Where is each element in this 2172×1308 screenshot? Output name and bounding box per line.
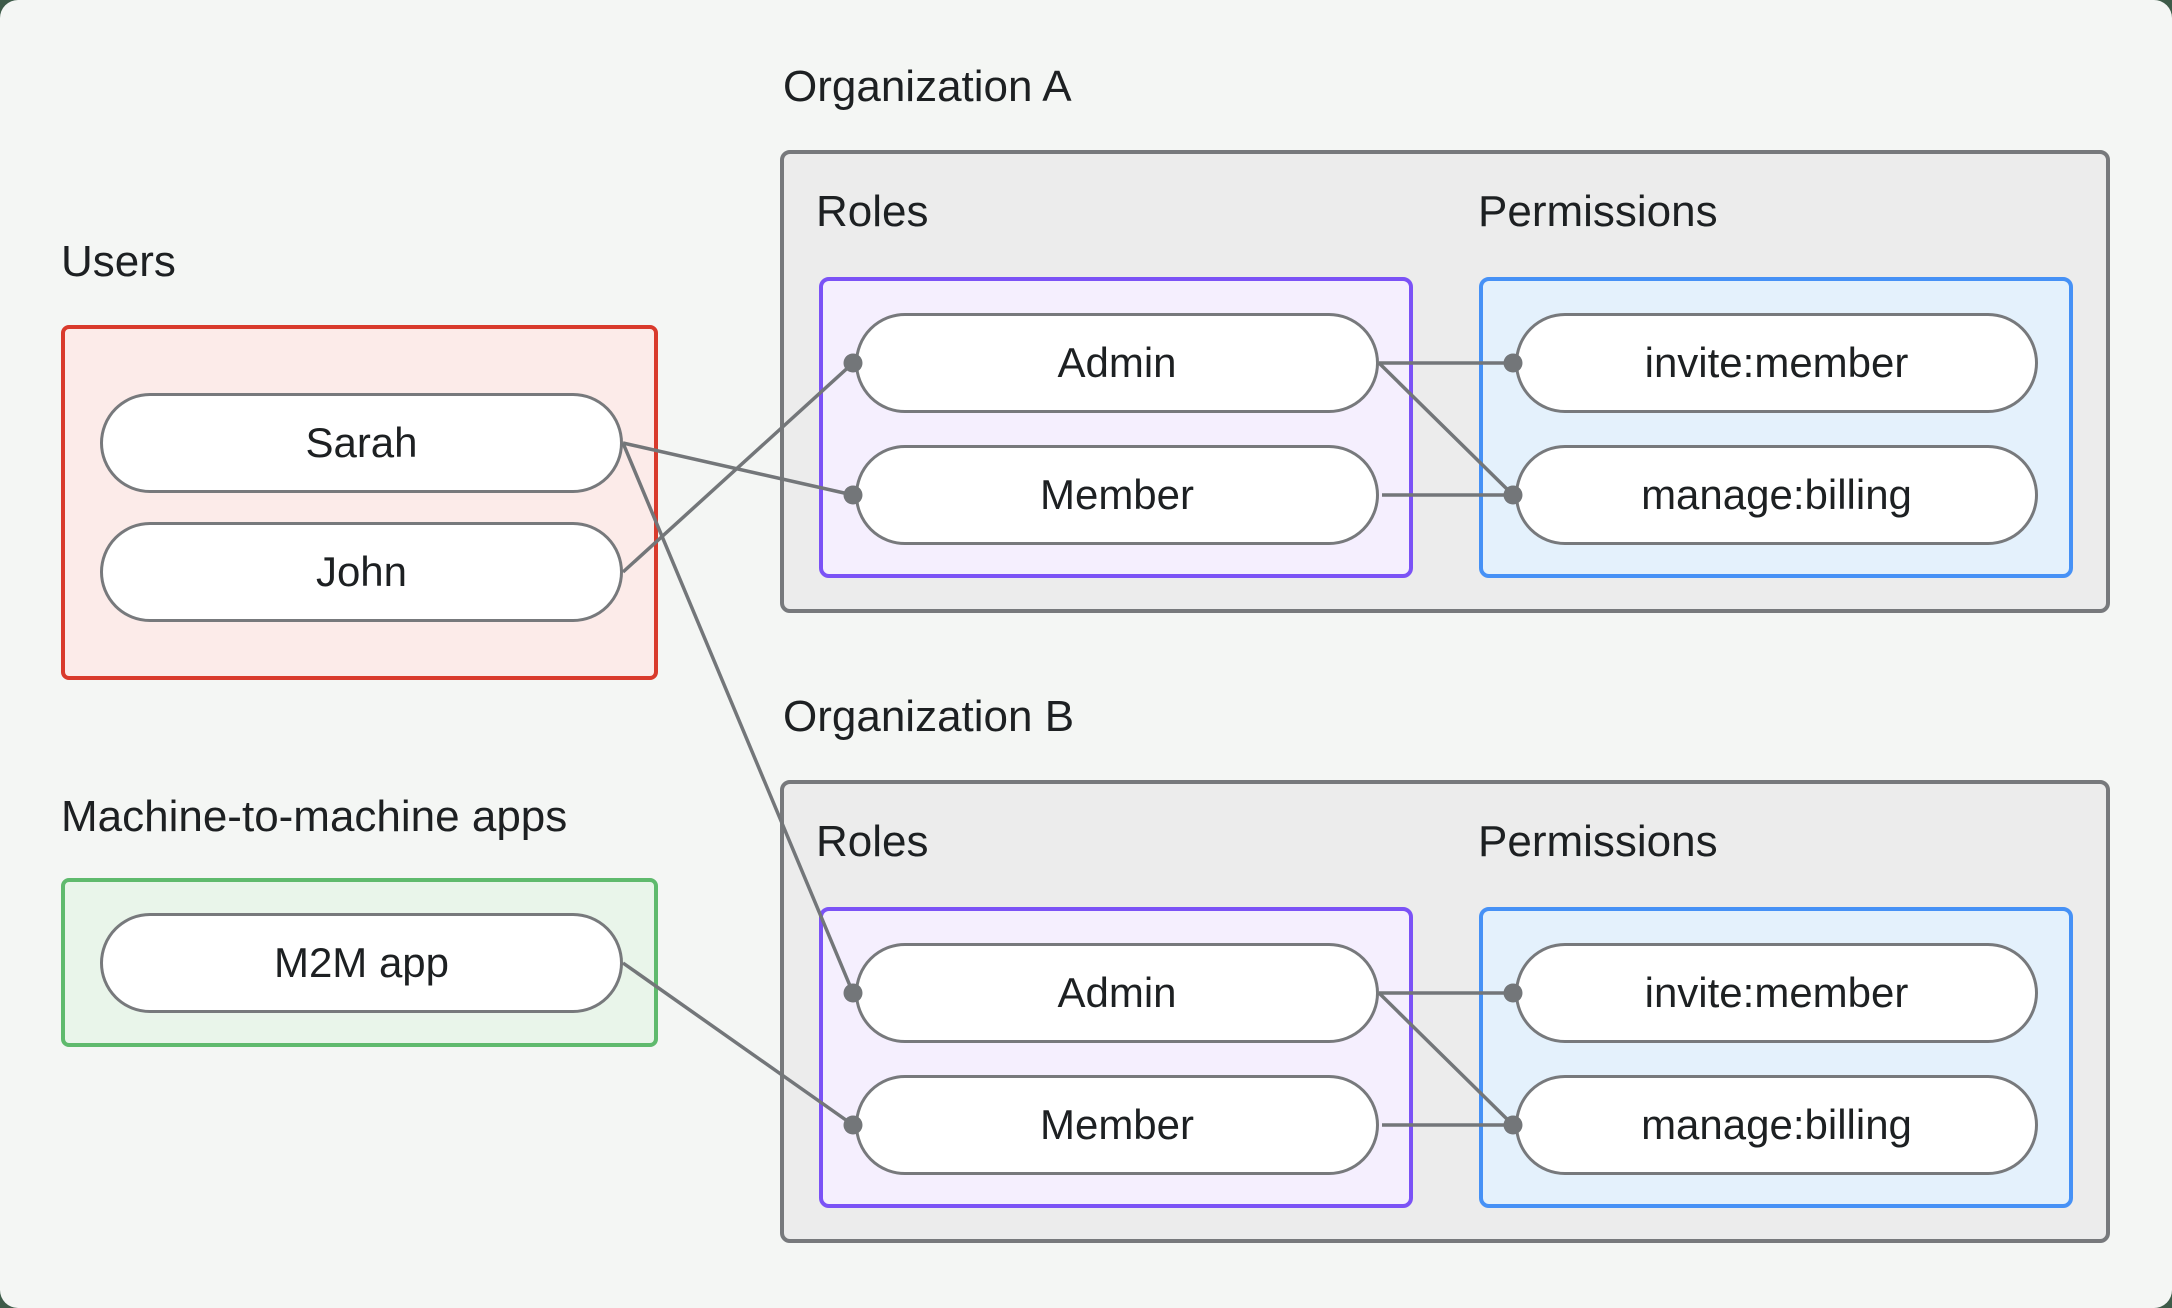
m2m-group-label: Machine-to-machine apps xyxy=(61,792,568,841)
org-a-role-admin: Admin xyxy=(855,313,1379,413)
org-a-title: Organization A xyxy=(783,62,1072,111)
users-group-box xyxy=(61,325,658,680)
org-a-role-member: Member xyxy=(855,445,1379,545)
user-node-john: John xyxy=(100,522,623,622)
org-b-roles-label: Roles xyxy=(816,817,929,866)
org-b-permissions-label: Permissions xyxy=(1478,817,1718,866)
user-node-sarah: Sarah xyxy=(100,393,623,493)
org-a-permission-manage-billing: manage:billing xyxy=(1515,445,2038,545)
users-group-label: Users xyxy=(61,237,176,286)
org-b-role-member: Member xyxy=(855,1075,1379,1175)
org-b-permission-manage-billing: manage:billing xyxy=(1515,1075,2038,1175)
org-a-roles-label: Roles xyxy=(816,187,929,236)
org-b-role-admin: Admin xyxy=(855,943,1379,1043)
m2m-app-node: M2M app xyxy=(100,913,623,1013)
org-a-permission-invite-member: invite:member xyxy=(1515,313,2038,413)
org-a-permissions-label: Permissions xyxy=(1478,187,1718,236)
org-b-permission-invite-member: invite:member xyxy=(1515,943,2038,1043)
org-b-title: Organization B xyxy=(783,692,1075,741)
